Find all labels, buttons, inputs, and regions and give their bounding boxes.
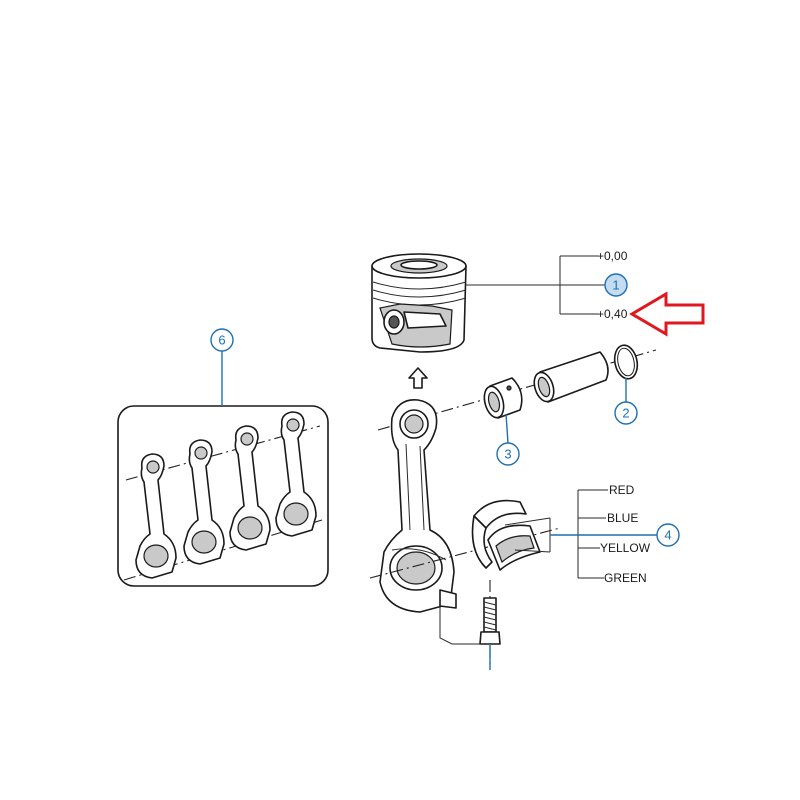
callout-1: 1 — [604, 273, 628, 297]
rod-bolt — [479, 580, 501, 668]
piston — [371, 253, 467, 353]
callout-4-number: 4 — [664, 528, 671, 543]
small-end-bushing — [483, 377, 523, 419]
big-end-bearing-shells — [471, 499, 541, 571]
callout-2-number: 2 — [622, 406, 629, 421]
up-arrow-icon — [408, 367, 428, 389]
bearing-color-blue: BLUE — [607, 511, 638, 525]
snap-ring — [613, 344, 639, 380]
callout-6: 6 — [210, 328, 234, 406]
connecting-rod — [379, 399, 457, 613]
bolt-bracket — [439, 606, 482, 645]
red-arrow-icon — [629, 291, 705, 337]
piston-size-oversize: +0,40 — [597, 307, 628, 321]
rod-set-rod-4 — [275, 411, 317, 537]
piston-size-bracket — [466, 255, 606, 315]
callout-2: 2 — [614, 378, 638, 425]
callout-6-number: 6 — [218, 333, 225, 348]
callout-3: 3 — [496, 413, 520, 466]
bearing-color-green: GREEN — [604, 571, 647, 585]
callout-4: 4 — [550, 523, 680, 547]
bearing-color-red: RED — [609, 483, 635, 497]
callout-1-number: 1 — [612, 278, 619, 293]
rod-set-rod-1 — [135, 453, 177, 579]
callout-3-number: 3 — [504, 447, 511, 462]
rod-set-rod-3 — [229, 425, 271, 551]
rod-set-rod-2 — [183, 439, 225, 565]
piston-pin — [533, 351, 609, 403]
piston-size-standard: +0,00 — [597, 249, 628, 263]
bearing-color-yellow: YELLOW — [600, 541, 651, 555]
